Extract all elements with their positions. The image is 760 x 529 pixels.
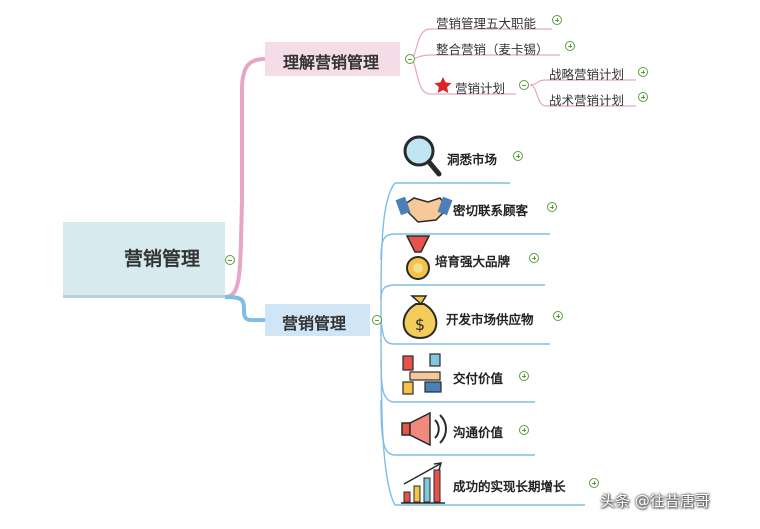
branch-manage-node[interactable] bbox=[265, 304, 370, 336]
marketing-plan-collapse-button[interactable] bbox=[519, 80, 529, 90]
expand-connect-customers-button[interactable] bbox=[547, 202, 557, 212]
branch-manage-collapse-button[interactable] bbox=[372, 315, 382, 325]
branch-understand-node[interactable] bbox=[265, 42, 400, 76]
edge-manage-item6 bbox=[380, 399, 535, 456]
expand-integrated-marketing-button[interactable] bbox=[565, 41, 575, 51]
root-node[interactable] bbox=[63, 222, 225, 298]
topic-build-brands[interactable]: 培育强大品牌 bbox=[435, 254, 511, 269]
expand-long-term-growth-button[interactable] bbox=[589, 478, 599, 488]
building-blocks-icon bbox=[402, 353, 442, 395]
edge-manage-item2 bbox=[380, 233, 550, 261]
edge-root-understand bbox=[224, 57, 266, 299]
expand-build-brands-button[interactable] bbox=[529, 253, 539, 263]
svg-text:$: $ bbox=[415, 315, 425, 334]
topic-long-term-growth[interactable]: 成功的实现长期增长 bbox=[453, 479, 566, 494]
edge-plan-c2 bbox=[529, 84, 636, 107]
expand-strategic-plan-button[interactable] bbox=[638, 67, 648, 77]
handshake-icon bbox=[395, 196, 453, 223]
branch-manage-label: 营销管理 bbox=[282, 314, 347, 333]
topic-deliver-value[interactable]: 交付价值 bbox=[453, 371, 504, 386]
branch-understand-collapse-button[interactable] bbox=[405, 54, 415, 64]
topic-integrated-marketing[interactable]: 整合营销（麦卡锡） bbox=[436, 42, 549, 57]
edge-manage-item3 bbox=[380, 284, 545, 301]
expand-insight-market-button[interactable] bbox=[513, 151, 523, 161]
watermark: 头条 @往昔唐哥 bbox=[600, 492, 710, 510]
edge-plan-c1 bbox=[529, 79, 636, 86]
topic-insight-market[interactable]: 洞悉市场 bbox=[447, 152, 498, 167]
topic-strategic-plan[interactable]: 战略营销计划 bbox=[549, 67, 625, 82]
growth-chart-icon bbox=[401, 462, 445, 504]
expand-deliver-value-button[interactable] bbox=[519, 371, 529, 381]
edge-manage-item4 bbox=[380, 319, 550, 345]
branch-understand-label: 理解营销管理 bbox=[283, 53, 380, 72]
edge-manage-item5 bbox=[380, 359, 535, 403]
expand-communicate-value-button[interactable] bbox=[519, 425, 529, 435]
edge-root-manage bbox=[224, 295, 266, 323]
topic-develop-offerings[interactable]: 开发市场供应物 bbox=[446, 312, 534, 327]
topic-marketing-plan[interactable]: 营销计划 bbox=[455, 81, 506, 96]
star-icon bbox=[434, 77, 452, 93]
root-collapse-button[interactable] bbox=[225, 255, 235, 265]
root-label: 营销管理 bbox=[124, 248, 201, 270]
medal-icon bbox=[405, 235, 431, 280]
edge-manage-trunk-down bbox=[380, 319, 396, 506]
money-bag-icon: $ bbox=[402, 295, 438, 340]
edge-manage-trunk bbox=[380, 182, 396, 321]
megaphone-icon bbox=[401, 411, 447, 447]
topic-connect-customers[interactable]: 密切联系顾客 bbox=[453, 203, 529, 218]
expand-develop-offerings-button[interactable] bbox=[553, 311, 563, 321]
topic-tactical-plan[interactable]: 战术营销计划 bbox=[549, 93, 625, 108]
expand-tactical-plan-button[interactable] bbox=[638, 92, 648, 102]
topic-communicate-value[interactable]: 沟通价值 bbox=[453, 425, 504, 440]
topic-five-functions[interactable]: 营销管理五大职能 bbox=[436, 16, 537, 31]
expand-five-functions-button[interactable] bbox=[552, 15, 562, 25]
magnifier-icon bbox=[403, 135, 442, 177]
